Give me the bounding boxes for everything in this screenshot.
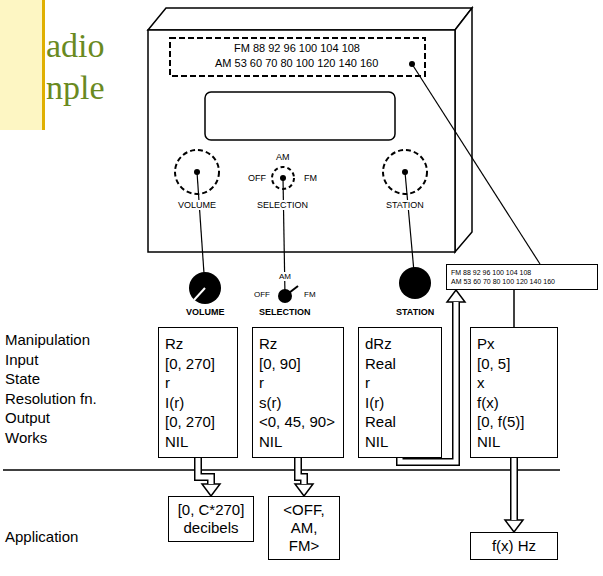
leader-dot <box>409 61 415 67</box>
display-window <box>205 92 395 140</box>
connector-line <box>513 290 515 327</box>
title-fragment: nple <box>46 68 105 107</box>
control-name: SELECTION <box>256 200 309 210</box>
connector-outline <box>198 458 211 484</box>
row-label: State <box>5 370 40 387</box>
leader-dot <box>194 169 200 175</box>
box-text: <0, 45, 90> <box>259 412 335 432</box>
box-text: [0, 90] <box>259 354 301 374</box>
volume-knob-outline <box>175 150 219 194</box>
switch-position: FM <box>303 290 317 299</box>
box-text: Real <box>365 354 396 374</box>
dial-outline <box>170 38 425 76</box>
title-bar-edge <box>42 0 45 130</box>
leader-line <box>412 64 540 264</box>
box-text: AM 53 60 70 80 100 120 140 160 <box>451 277 555 286</box>
box-text: I(r) <box>365 393 384 413</box>
control-name: VOLUME <box>177 200 217 210</box>
leader-dot <box>402 169 408 175</box>
box-text: f(x) <box>477 393 499 413</box>
box-text: r <box>365 373 370 393</box>
station-knob <box>399 267 431 299</box>
connector-channel <box>198 458 211 484</box>
box-text: [0, 270] <box>165 354 215 374</box>
box-text: Rz <box>165 334 183 354</box>
dial-inset: FM 88 92 96 100 104 108AM 53 60 70 80 10… <box>446 264 598 290</box>
dial-scale: AM 53 60 70 80 100 120 140 160 <box>214 57 379 70</box>
row-label: Application <box>5 528 78 545</box>
dial-scale: FM 88 92 96 100 104 108 <box>233 42 361 55</box>
property-box: Rz[0, 270]rI(r)[0, 270]NIL <box>158 327 238 458</box>
leader-dot <box>280 175 286 181</box>
connector-arrow <box>514 290 515 327</box>
connector-arrow <box>505 458 523 532</box>
box-text: Real <box>365 412 396 432</box>
box-text: [0, f(5)] <box>477 412 525 432</box>
application-box: f(x) Hz <box>470 532 558 560</box>
property-box: Px[0, 5]xf(x)[0, f(5)]NIL <box>470 327 558 458</box>
leader-line <box>197 172 205 288</box>
switch-position: OFF <box>247 173 267 183</box>
property-box: dRzRealrI(r)RealNIL <box>358 327 442 458</box>
knob-pointer <box>285 286 298 296</box>
box-text: s(r) <box>259 393 282 413</box>
box-text: [0, 5] <box>477 354 510 374</box>
control-name: STATION <box>395 307 435 317</box>
box-text: NIL <box>477 432 500 452</box>
leader-line <box>405 172 415 283</box>
connector-channel <box>512 458 517 520</box>
box-text: NIL <box>165 432 188 452</box>
title-fragment: adio <box>46 26 105 65</box>
switch-position: AM <box>278 272 292 281</box>
arrow-head <box>295 484 313 496</box>
box-text: r <box>259 373 264 393</box>
arrow-head <box>202 484 220 496</box>
row-label: Output <box>5 409 50 426</box>
connector-outline <box>510 458 518 520</box>
box-text: [0, C*270] decibels <box>174 501 248 537</box>
separator-line <box>3 469 560 471</box>
connector-arrow <box>295 458 313 496</box>
control-name: VOLUME <box>185 307 226 317</box>
switch-position: FM <box>303 173 318 183</box>
application-box: [0, C*270] decibels <box>168 496 254 542</box>
box-text: Px <box>477 334 495 354</box>
property-box: Rz[0, 90]rs(r)<0, 45, 90>NIL <box>252 327 344 458</box>
box-text: r <box>165 373 170 393</box>
box-text: [0, 270] <box>165 412 215 432</box>
knob-notch <box>194 288 205 300</box>
radio-side <box>455 8 472 252</box>
arrow-head <box>447 290 465 302</box>
control-name: STATION <box>385 200 425 210</box>
row-label: Resolution fn. <box>5 390 97 407</box>
box-text: NIL <box>259 432 282 452</box>
arrow-head <box>505 520 523 532</box>
box-text: f(x) Hz <box>476 537 552 555</box>
row-label: Input <box>5 351 38 368</box>
title-bar <box>0 0 42 130</box>
box-text: Rz <box>259 334 277 354</box>
box-text: dRz <box>365 334 392 354</box>
connector-arrow <box>198 458 220 496</box>
box-text: x <box>477 373 485 393</box>
connector-channel <box>298 458 304 484</box>
switch-position: AM <box>275 152 291 162</box>
box-text: <OFF, AM, FM> <box>274 501 334 555</box>
box-text: NIL <box>365 432 388 452</box>
volume-knob <box>189 272 221 304</box>
radio-top <box>148 8 472 30</box>
station-knob-outline <box>383 150 427 194</box>
row-label: Works <box>5 429 47 446</box>
control-name: SELECTION <box>258 307 312 317</box>
connector-outline <box>298 458 304 484</box>
row-label: Manipulation <box>5 331 90 348</box>
switch-position: OFF <box>253 290 271 299</box>
box-text: FM 88 92 96 100 104 108 <box>451 268 531 277</box>
box-text: I(r) <box>165 393 184 413</box>
application-box: <OFF, AM, FM> <box>268 496 340 560</box>
